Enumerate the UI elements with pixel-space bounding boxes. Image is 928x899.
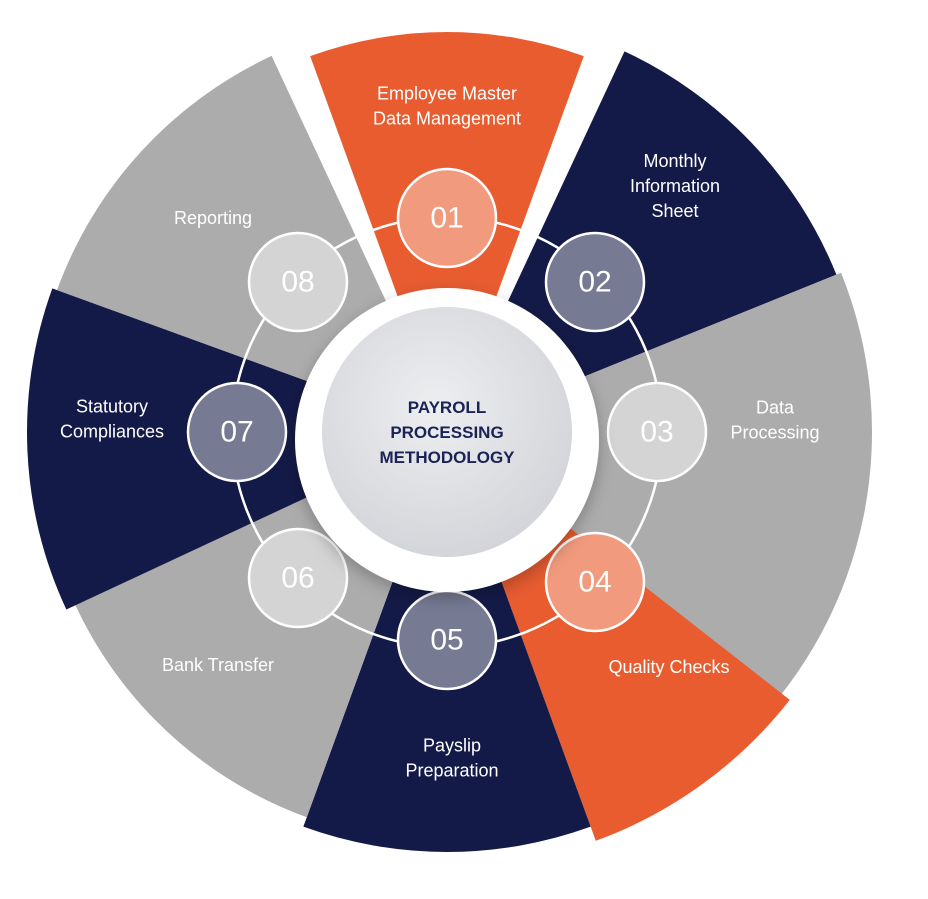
step-label-07-line-2: Compliances [60,422,164,442]
step-badge-circle [606,381,708,483]
step-label-03-line-2: Processing [730,423,819,443]
step-label-08-line-1: Reporting [174,208,252,228]
step-badge-03: 03 [606,381,708,483]
step-badge-circle [186,381,288,483]
step-number: 01 [430,202,463,235]
step-badge-circle [396,167,498,269]
step-label-07-line-1: Statutory [76,397,148,417]
step-number: 05 [430,624,463,657]
step-number: 04 [578,566,611,599]
center-title-line-1: PAYROLL [408,398,486,417]
center-hub-inner [322,307,572,557]
step-label-01-line-1: Employee Master [377,84,517,104]
badges-layer: 01 02 03 04 05 06 07 08 [186,167,708,691]
center-hub: PAYROLL PROCESSING METHODOLOGY [295,288,599,592]
segment-04 [467,468,790,841]
segment-08 [57,55,422,412]
step-label-02-line-2: Information [630,176,720,196]
step-number: 08 [281,266,314,299]
step-label-01-line-2: Data Management [373,109,521,129]
step-badge-circle [247,231,349,333]
step-label-04-line-1: Quality Checks [608,657,729,677]
center-title-line-3: METHODOLOGY [379,448,515,467]
center-title-line-2: PROCESSING [390,423,503,442]
step-number: 02 [578,266,611,299]
step-badge-02: 02 [544,231,646,333]
step-badge-08: 08 [247,231,349,333]
step-badge-circle [544,231,646,333]
step-label-05-line-1: Payslip [423,736,481,756]
step-label-05-line-2: Preparation [405,761,498,781]
step-badge-circle [247,527,349,629]
step-label-02-line-3: Sheet [651,201,698,221]
step-badge-circle [544,531,646,633]
step-badge-06: 06 [247,527,349,629]
step-badge-07: 07 [186,381,288,483]
step-label-03-line-1: Data [756,398,795,418]
step-number: 03 [640,416,673,449]
step-number: 06 [281,562,314,595]
step-badge-01: 01 [396,167,498,269]
step-label-02-line-1: Monthly [643,151,706,171]
step-badge-05: 05 [396,589,498,691]
step-label-06-line-1: Bank Transfer [162,655,274,675]
step-number: 07 [220,416,253,449]
step-badge-04: 04 [544,531,646,633]
